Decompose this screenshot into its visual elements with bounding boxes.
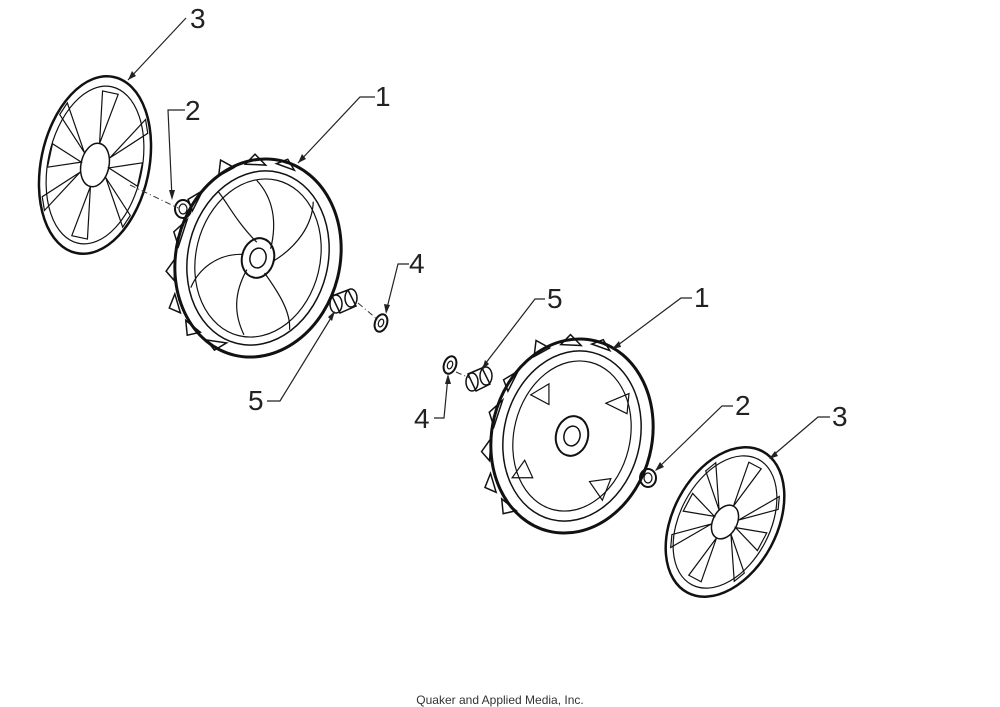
- leader-5-right: [481, 298, 545, 369]
- callout-4-right: 4: [414, 403, 430, 434]
- leader-2-left: [167, 109, 185, 199]
- wheel-left: [165, 153, 343, 359]
- leader-1-left: [297, 96, 375, 164]
- leader-5-left: [267, 312, 335, 402]
- leader-1-right: [613, 297, 692, 349]
- callout-1-left: 1: [375, 81, 391, 112]
- callout-2-left: 2: [185, 95, 201, 126]
- hubcap-left: [37, 75, 153, 255]
- leader-3-right: [769, 416, 830, 459]
- callout-2-right: 2: [735, 390, 751, 421]
- callout-5-right: 5: [547, 283, 563, 314]
- leader-3-left: [127, 17, 187, 81]
- callout-3-right: 3: [832, 401, 848, 432]
- leader-4-left: [385, 263, 409, 313]
- callout-5-left: 5: [248, 385, 264, 416]
- callout-4-left: 4: [409, 248, 425, 279]
- washer-right: [442, 355, 458, 375]
- leader-lines: [127, 17, 830, 471]
- washer-left: [373, 313, 389, 333]
- leader-4-right: [434, 375, 449, 419]
- leader-2-right: [655, 405, 733, 471]
- wheel-right: [480, 333, 655, 535]
- footer-credit: Quaker and Applied Media, Inc.: [416, 693, 584, 707]
- callout-3-left: 3: [190, 3, 206, 34]
- bushing-right: [639, 468, 657, 488]
- spacer-tube-left: [329, 288, 358, 314]
- spacer-tube-right: [465, 366, 493, 393]
- callout-1-right: 1: [694, 282, 710, 313]
- hubcap-right: [664, 446, 786, 598]
